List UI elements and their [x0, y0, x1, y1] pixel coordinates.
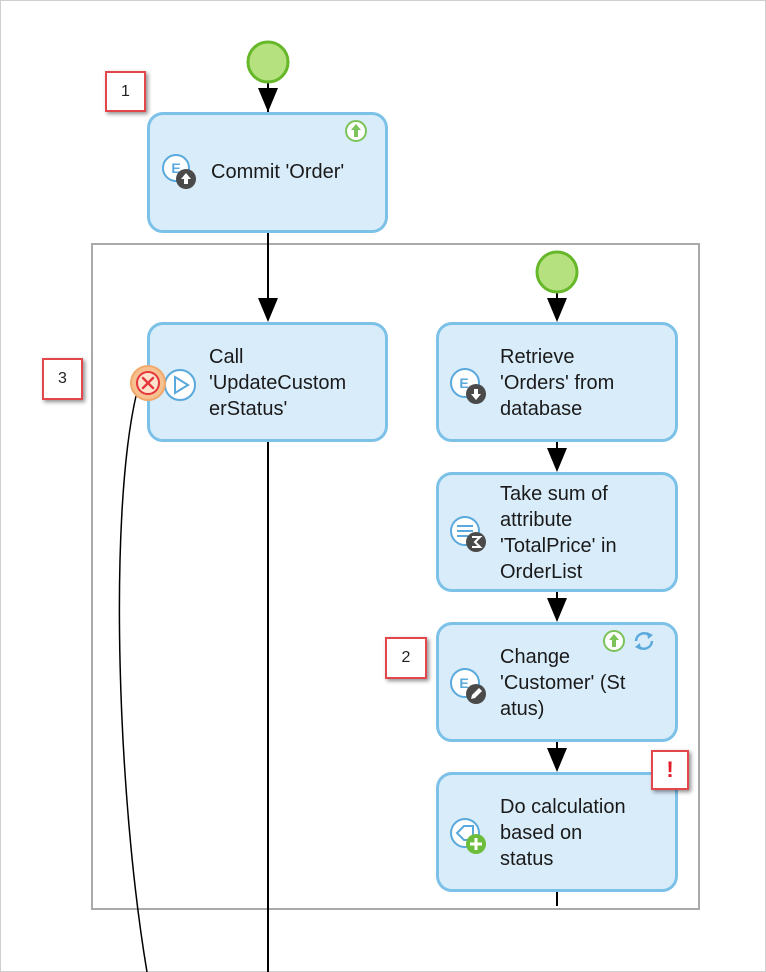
activity-label: Retrieve 'Orders' from database: [500, 346, 615, 420]
loop-container[interactable]: [91, 243, 700, 910]
commit-indicator-icon: [602, 629, 626, 653]
change-customer-activity[interactable]: E Change 'Customer' (St atus): [436, 622, 678, 742]
aggregate-list-icon: [448, 514, 488, 554]
callout-badge-1: 1: [105, 71, 146, 112]
activity-label: Commit 'Order': [211, 161, 345, 183]
refresh-client-icon: [631, 629, 657, 653]
arrow-head: [547, 448, 567, 472]
arrow-head: [258, 88, 278, 112]
activity-label: Change 'Customer' (St atus): [500, 646, 626, 720]
change-object-icon: E: [448, 666, 488, 706]
arrow-head: [547, 298, 567, 322]
arrow-head: [258, 298, 278, 322]
call-microflow-activity[interactable]: Call 'UpdateCustom erStatus': [147, 322, 388, 442]
calculation-activity[interactable]: Do calculation based on status: [436, 772, 678, 892]
activity-label: Take sum of attribute 'TotalPrice' in Or…: [500, 483, 617, 583]
loop-start-event[interactable]: [535, 250, 579, 294]
error-handler-flow[interactable]: [118, 395, 148, 972]
warning-badge: !: [651, 750, 689, 790]
error-handler-icon[interactable]: [128, 363, 168, 403]
commit-order-activity[interactable]: E Commit 'Order': [147, 112, 388, 233]
arrow-head: [547, 598, 567, 622]
commit-indicator-icon: [344, 119, 368, 143]
callout-badge-3: 3: [42, 358, 83, 400]
svg-text:E: E: [459, 375, 468, 391]
commit-object-icon: E: [161, 153, 197, 189]
callout-badge-2: 2: [385, 637, 427, 679]
aggregate-list-activity[interactable]: Take sum of attribute 'TotalPrice' in Or…: [436, 472, 678, 592]
retrieve-database-icon: E: [448, 366, 488, 406]
retrieve-orders-activity[interactable]: E Retrieve 'Orders' from database: [436, 322, 678, 442]
svg-text:E: E: [171, 160, 180, 176]
activity-label: Call 'UpdateCustom erStatus': [209, 346, 347, 420]
svg-text:E: E: [459, 675, 468, 691]
arrow-head: [547, 748, 567, 772]
activity-label: Do calculation based on status: [500, 796, 626, 870]
start-event[interactable]: [246, 40, 290, 84]
add-calculation-icon: [448, 816, 488, 856]
